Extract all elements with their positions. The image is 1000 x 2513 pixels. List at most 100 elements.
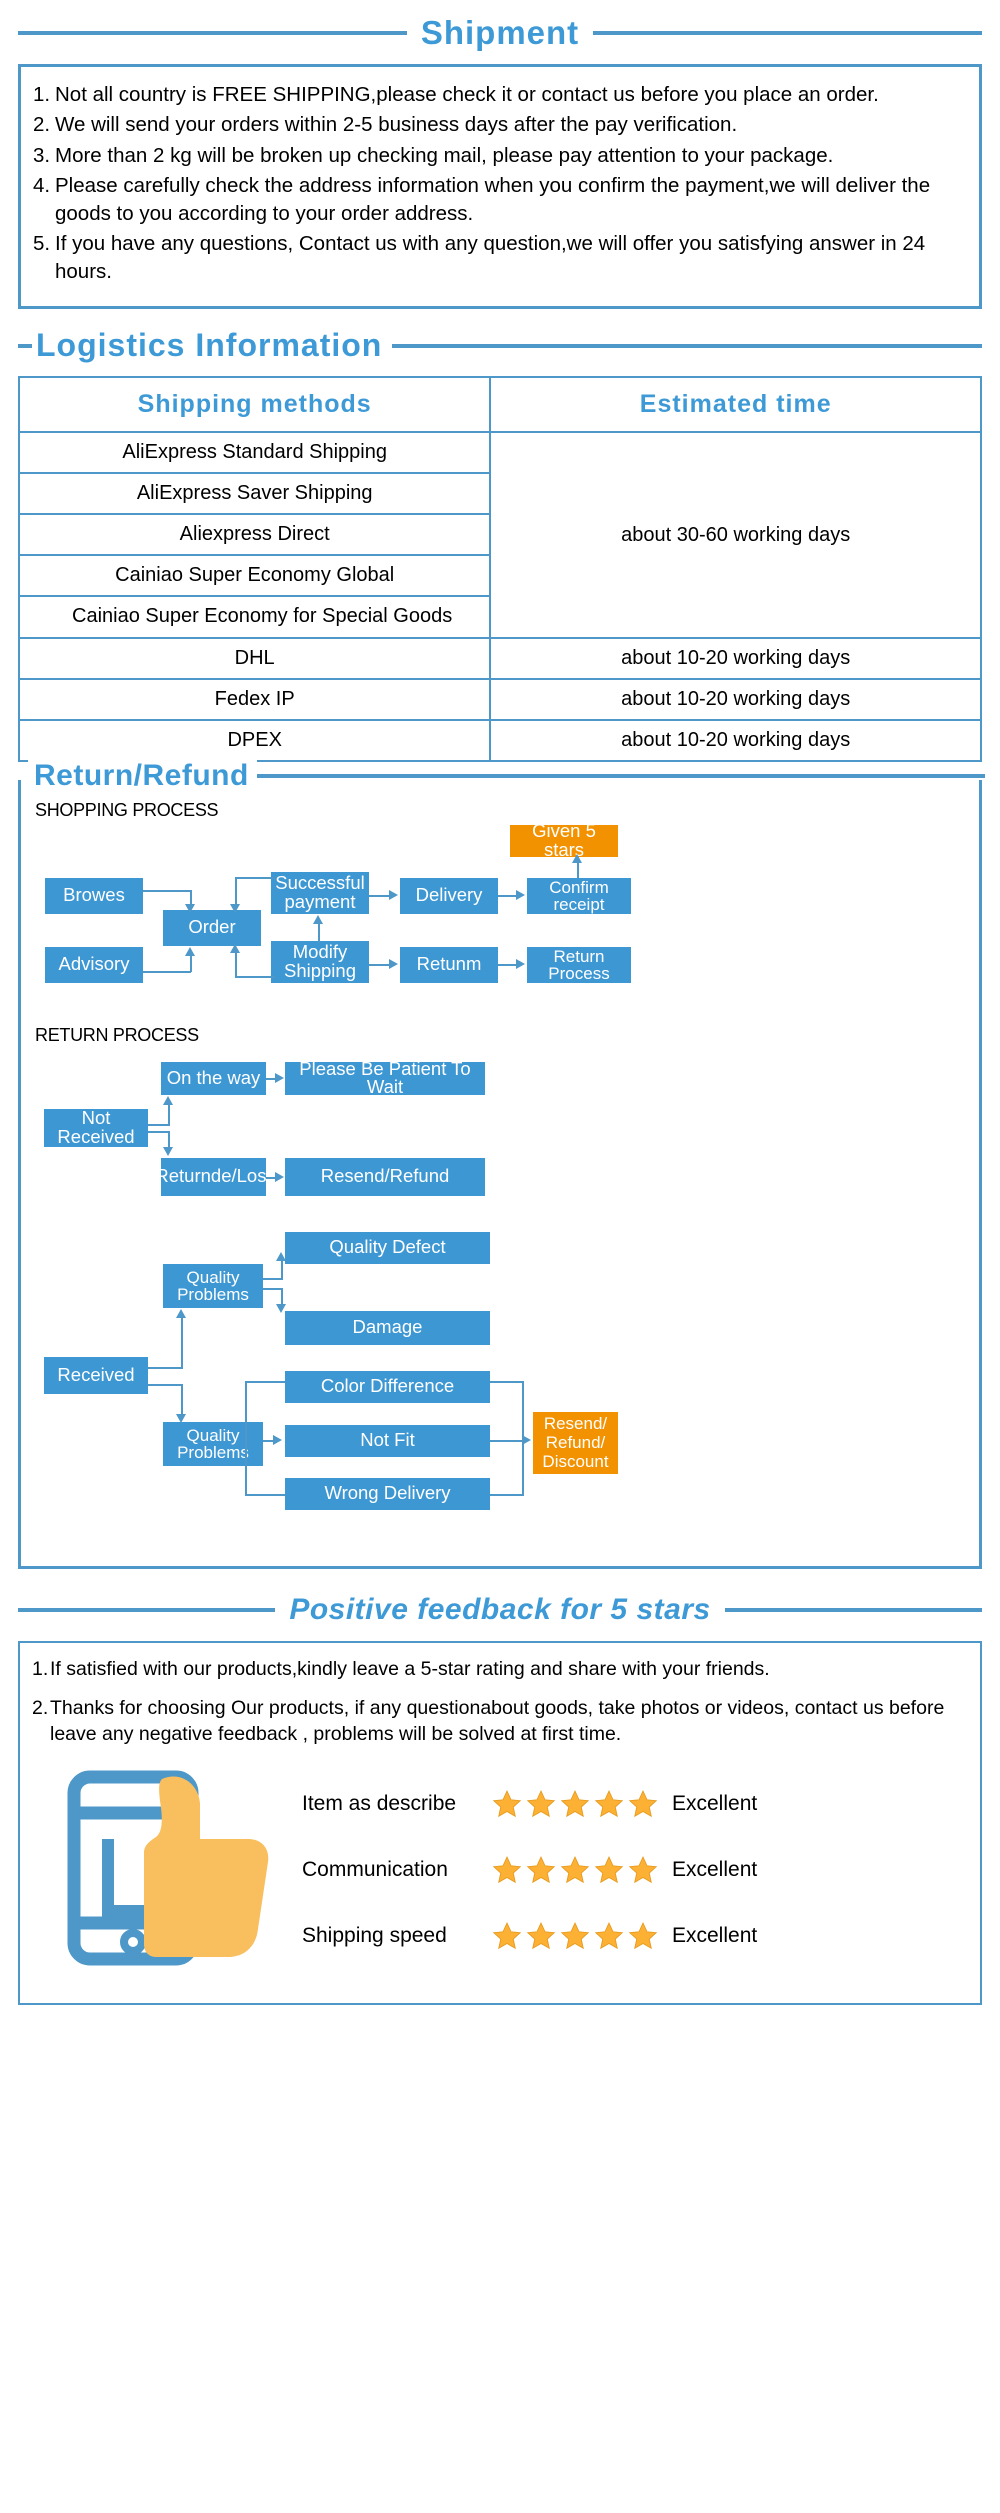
node-return-process[interactable]: Return Process [527, 946, 631, 983]
feedback-list: 1.If satisfied with our products,kindly … [32, 1657, 968, 1747]
arrow-up-defect [276, 1251, 286, 1261]
star-icon [492, 1789, 522, 1818]
arrow-right-retunm [389, 958, 398, 969]
node-successful-payment[interactable]: Successful payment [271, 871, 369, 914]
connector-notrecv-h2 [148, 1130, 170, 1133]
node-please-be-patient[interactable]: Please Be Patient To Wait [285, 1059, 485, 1096]
node-on-the-way[interactable]: On the way [161, 1061, 266, 1095]
cell-shipping-method: DPEX [17, 718, 492, 762]
heading-cap-left [18, 343, 32, 348]
cell-estimated-time-grouped: about 30-60 working days [489, 431, 982, 639]
node-modify-shipping[interactable]: Modify Shipping [271, 940, 369, 983]
table-row: Aliexpress Direct [17, 513, 981, 557]
connector-order-payment-v [235, 876, 237, 907]
shipment-item: 2.We will send your orders within 2-5 bu… [33, 111, 967, 138]
node-wrong-delivery[interactable]: Wrong Delivery [285, 1477, 490, 1510]
connector-ontheway-patient [266, 1077, 277, 1080]
star-icon [560, 1921, 590, 1950]
connector-qp1-defect-v [281, 1257, 283, 1279]
node-damage[interactable]: Damage [285, 1310, 490, 1345]
node-resend-refund-discount[interactable]: Resend/ Refund/ Discount [533, 1411, 618, 1474]
connector-received-qp2-h [148, 1383, 183, 1386]
node-resend-refund[interactable]: Resend/Refund [285, 1157, 485, 1196]
connector-advisory-order-v [190, 951, 192, 972]
connector-delivery-confirm [498, 894, 517, 897]
arrow-up-ontheway [163, 1095, 173, 1105]
arrow-down-returnde [163, 1146, 173, 1156]
heading-rule-right [724, 1607, 983, 1612]
node-quality-defect[interactable]: Quality Defect [285, 1231, 490, 1264]
node-received[interactable]: Received [44, 1356, 148, 1394]
connector-qp2-color-h [245, 1380, 285, 1383]
cell-shipping-method: Cainiao Super Economy for Special Goods [17, 595, 492, 639]
node-color-difference[interactable]: Color Difference [285, 1370, 490, 1403]
connector-retunm-returnprocess [498, 963, 517, 966]
star-icon [526, 1855, 556, 1884]
rating-label: Shipping speed [302, 1923, 447, 1947]
shipment-item-text: Please carefully check the address infor… [55, 174, 931, 225]
rating-label: Item as describe [302, 1791, 457, 1815]
shipment-title: Shipment [420, 14, 580, 51]
shipment-item-number: 2. [33, 113, 51, 137]
cell-shipping-method: Fedex IP [17, 677, 492, 721]
connector-notrecv-down [168, 1130, 170, 1149]
shipment-item: 3.More than 2 kg will be broken up check… [33, 142, 967, 169]
node-quality-problems-top[interactable]: Quality Problems [163, 1263, 263, 1308]
column-header-shipping-methods: Shipping methods [17, 376, 492, 434]
return-process-flowchart-bottom: Quality Defect Quality Problems Damage R… [21, 1226, 979, 1566]
arrow-right-confirm [516, 889, 525, 900]
node-advisory[interactable]: Advisory [45, 946, 143, 983]
node-not-received[interactable]: Not Received [44, 1108, 148, 1147]
cell-shipping-method: Aliexpress Direct [17, 513, 492, 557]
rating-label: Communication [302, 1857, 448, 1881]
connector-notfit-orange [490, 1439, 524, 1442]
node-returnde-lost[interactable]: Returnde/Lost [155, 1157, 272, 1196]
star-rating [492, 1921, 658, 1951]
cell-shipping-method: Cainiao Super Economy Global [17, 554, 492, 598]
arrow-right-delivery [389, 889, 398, 900]
node-given-5-stars[interactable]: Given 5 stars [510, 821, 618, 859]
node-confirm-receipt[interactable]: Confirm receipt [527, 877, 631, 914]
node-delivery[interactable]: Delivery [400, 877, 498, 914]
shipment-item-text: More than 2 kg will be broken up checkin… [55, 143, 834, 167]
arrow-down-qp2 [176, 1413, 186, 1423]
arrow-up-qp1 [176, 1308, 186, 1318]
shipment-item-number: 1. [33, 83, 51, 106]
heading-rule-right [256, 773, 985, 778]
shipment-item-number: 3. [33, 143, 51, 167]
node-order[interactable]: Order [163, 909, 261, 946]
heading-rule-right [593, 31, 982, 35]
arrow-down-payment [230, 903, 240, 913]
feedback-item-number: 1. [32, 1657, 49, 1680]
feedback-box: 1.If satisfied with our products,kindly … [18, 1640, 982, 2005]
return-refund-title: Return/Refund [28, 758, 257, 793]
heading-rule-right [392, 343, 982, 348]
connector-received-qp2-v [181, 1383, 183, 1416]
shopping-process-label: SHOPPING PROCESS [35, 799, 219, 820]
connector-qp1-damage-h [263, 1287, 283, 1290]
node-retunm[interactable]: Retunm [400, 946, 498, 983]
arrow-down-damage [276, 1303, 286, 1313]
cell-estimated-time: about 10-20 working days [489, 718, 982, 762]
node-quality-problems-bottom[interactable]: Quality Problems [163, 1421, 263, 1466]
cell-shipping-method: AliExpress Saver Shipping [17, 472, 492, 516]
thumb-shape [144, 1776, 269, 1957]
connector-received-qp1-h [148, 1366, 183, 1369]
column-header-estimated-time: Estimated time [489, 376, 982, 434]
logistics-title: Logistics Information [36, 327, 383, 364]
node-browes[interactable]: Browes [45, 877, 143, 914]
shipment-section-heading: Shipment [0, 14, 1000, 52]
shipment-item: 1.Not all country is FREE SHIPPING,pleas… [33, 81, 967, 108]
return-refund-heading: Return/Refund [18, 758, 985, 793]
phone-home-button [120, 1928, 146, 1955]
arrow-up-order-2 [230, 943, 240, 953]
connector-color-rail [490, 1380, 524, 1383]
connector-browes-order [143, 889, 191, 892]
node-not-fit[interactable]: Not Fit [285, 1424, 490, 1457]
star-icon [594, 1921, 624, 1950]
rating-verdict: Excellent [672, 1857, 758, 1881]
connector-modify-order-v [235, 948, 237, 977]
